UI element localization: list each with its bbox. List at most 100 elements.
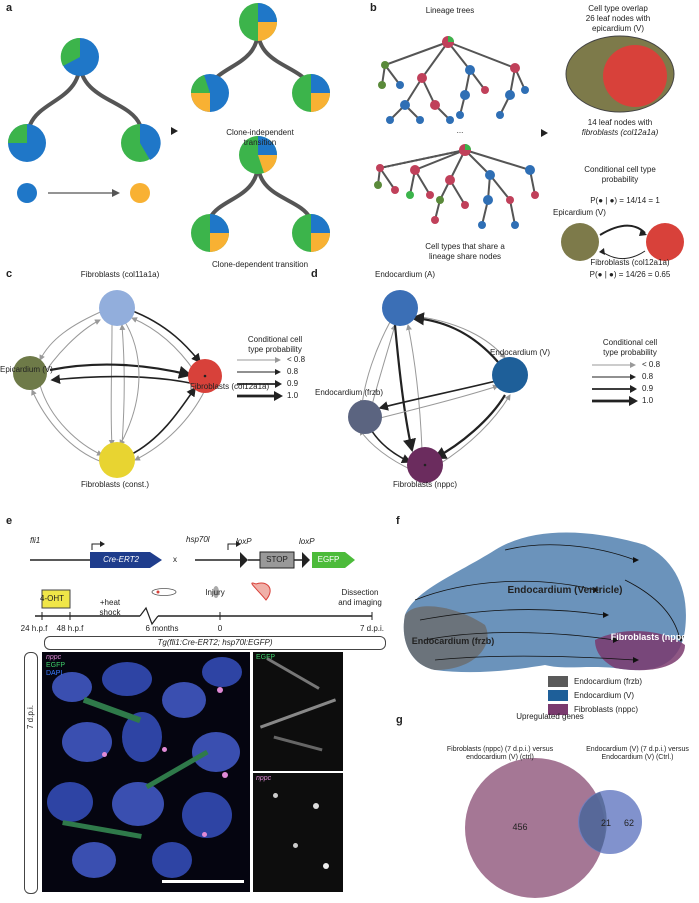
overlap-venn [565,35,675,113]
e-injury: Injury [205,588,225,597]
fib-node-label: Fibroblasts (col12a1a) [590,258,670,267]
e-t2: 48 h.p.f [56,624,84,633]
panel-label-e: e [6,515,13,527]
g-right-label: Endocardium (V) (7 d.p.i.) versus Endoca… [586,746,689,761]
e-egfp: EGFP [317,555,340,564]
e-loxp2: loxP [299,537,315,546]
overlap-title: Cell type overlap [588,4,648,13]
cond-prob-title: Conditional cell type probability [584,165,656,184]
blue-dot [17,183,37,203]
e-cross: x [173,555,177,564]
epi-nodes-label: 26 leaf nodes with epicardium (V) [585,14,651,33]
e-heatshock: +heat shock [99,598,121,617]
label-clone-independent: Clone-independent transition [226,128,294,147]
node-epicardium [13,356,47,390]
c-node-bottom-label: Fibroblasts (const.) [80,480,150,489]
velocity-umap [403,532,686,673]
p-formula-1: P(● | ●) = 14/14 = 1 [590,196,660,205]
pie-ind-child2 [292,74,330,112]
f-cluster-fib: Fibroblasts (nppc) [610,632,690,642]
label-clone-dependent: Clone-dependent transition [211,260,309,269]
panel-label-f: f [396,515,400,527]
d-node-bottom-label: Fibroblasts (nppc) [392,480,458,489]
lineage-trees-title: Lineage trees [425,6,475,15]
g-left-label: Fibroblasts (nppc) (7 d.p.i.) versus end… [446,746,554,761]
e-fli1: fli1 [30,536,41,545]
panel-label-c: c [6,268,13,280]
g-venn [465,758,642,898]
genotype-box: Tg(fli1:Cre-ERT2; hsp70l:EGFP) [44,636,386,650]
gray1-label: EGFP [256,654,276,661]
node-endo-a [382,290,418,326]
pie-dep-root [239,136,277,174]
c-legend-title: Conditional cell type probability [247,335,303,354]
arrow-b [541,129,548,137]
c-legend-2: 0.8 [287,367,299,376]
f-legend-swatch-2 [548,690,568,701]
d-node-top-label: Endocardium (A) [374,270,436,279]
panel-a-graphic [8,3,330,252]
panel-label-b: b [370,2,377,14]
c-node-left-label: Epicardium (V) [0,365,53,374]
share-caption: Cell types that share a lineage share no… [425,242,505,261]
side-bracket [24,652,38,894]
merged-micrograph [42,652,250,892]
d-legend-3: 0.9 [642,384,654,393]
f-legend-label-1: Endocardium (frzb) [574,677,643,686]
c-node-top-label: Fibroblasts (col11a1a) [80,270,160,279]
node-fib-const [99,442,135,478]
d-legend-2: 0.8 [642,372,654,381]
d-legend-4: 1.0 [642,396,654,405]
epi-node-label: Epicardium (V) [553,208,606,217]
e-stop: STOP [266,555,288,564]
f-cluster-frzb: Endocardium (frzb) [411,636,495,646]
pie-ind-root [239,3,277,41]
g-count-overlap: 21 [600,818,611,828]
g-count-left: 456 [512,822,528,832]
g-title: Upregulated genes [516,712,584,721]
pie-ind-child1 [191,74,229,112]
c-legend-4: 1.0 [287,391,299,400]
d-legend-arrows [592,362,638,406]
e-dissection: Dissection and imaging [338,588,382,607]
e-t4: 0 [217,624,223,633]
network-d [348,290,528,483]
node-endo-v [492,357,528,393]
gray2-label: nppc [256,775,272,782]
g-count-right: 62 [623,818,634,828]
lineage-trees-graphic [374,36,539,229]
timeline [35,582,373,626]
c-legend-1: < 0.8 [287,355,306,364]
venn-left [465,758,605,898]
pie-left-child1 [8,124,46,162]
f-legend-label-2: Endocardium (V) [574,691,635,700]
panel-label-g: g [396,714,403,726]
e-cre: Cre-ERT2 [103,555,139,564]
c-node-right-label: Fibroblasts (col12a1a) [190,382,270,391]
pie-dep-child1 [191,214,229,252]
ch-egfp: EGFP [46,662,66,669]
fib-nodes-label2: fibroblasts (col12a1a) [581,128,659,137]
panel-label-a: a [6,2,13,14]
panel-label-d: d [311,268,318,280]
f-legend-swatch-3 [548,704,568,715]
ch-dapi: DAPI [46,670,63,677]
d-node-left-label: Endocardium (frzb) [315,388,384,397]
d-legend-title: Conditional cell type probability [602,338,658,357]
pie-dep-child2 [292,214,330,252]
e-4oht: 4-OHT [40,594,64,603]
orange-dot [130,183,150,203]
arrow-a [171,127,178,135]
e-loxp1: loxP [236,537,252,546]
e-hsp70l: hsp70l [186,535,210,544]
e-t1: 24 h.p.f [20,624,48,633]
e-t3: 6 months [145,624,179,633]
f-legend-swatch-1 [548,676,568,687]
ch-nppc: nppc [46,654,62,661]
node-fib-col11a1a [99,290,135,326]
pie-root-left [60,37,99,76]
construct-diagram [30,541,355,569]
f-cluster-ventricle: Endocardium (Ventricle) [507,585,623,596]
node-endo-frzb [348,400,382,434]
c-legend-3: 0.9 [287,379,299,388]
